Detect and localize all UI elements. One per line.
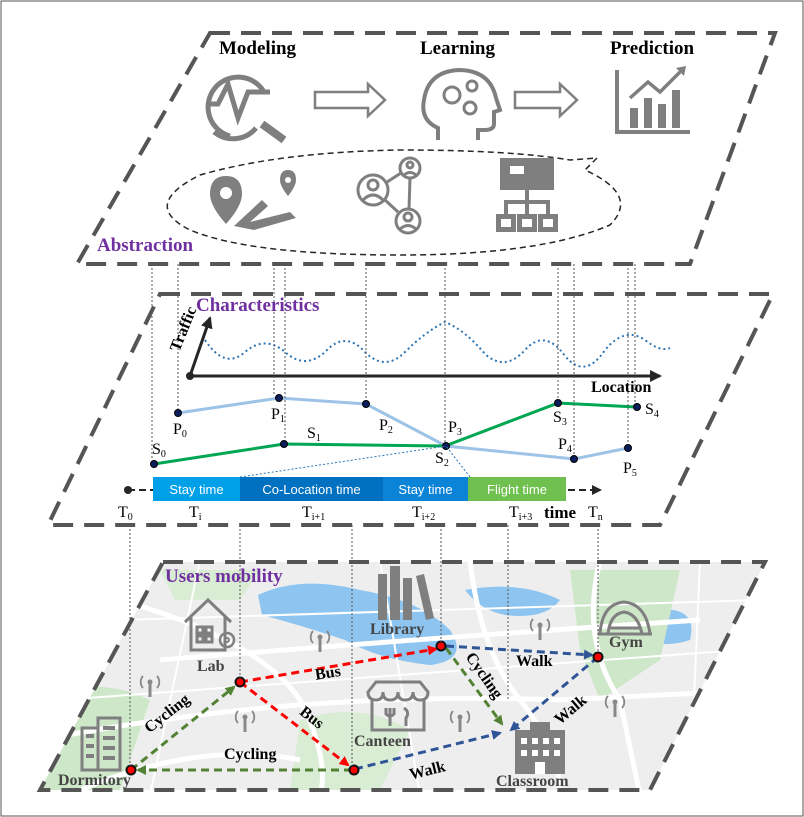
point-label-p0: P0 xyxy=(173,421,187,440)
mobility-edges xyxy=(130,644,599,775)
layer-label-users-mobility: Users mobility xyxy=(165,566,283,587)
node-lab xyxy=(234,676,246,688)
place-label-dormitory: Dormitory xyxy=(58,772,131,789)
point-label-p3: P3 xyxy=(448,419,462,438)
axis-origin xyxy=(186,372,194,380)
tick-label-ti3: Ti+3 xyxy=(509,504,533,523)
layer-connectors xyxy=(129,264,636,766)
library-icon xyxy=(378,566,434,620)
mobility-nodes xyxy=(125,640,604,776)
zoom-line-right xyxy=(445,445,471,478)
point-label-s2: S2 xyxy=(435,450,449,469)
step-label-learning: Learning xyxy=(420,38,495,59)
trajectory-points xyxy=(150,394,641,468)
tick-label-tn: Tn xyxy=(588,504,603,523)
gym-icon xyxy=(598,600,652,636)
map-layer-frame xyxy=(36,560,769,792)
edge-lab-library xyxy=(239,645,438,684)
edge-dormitory-lab xyxy=(130,685,236,772)
characteristics-frame xyxy=(44,292,777,527)
edge-gym-classroom xyxy=(509,655,599,732)
tick-label-t0: T0 xyxy=(118,504,133,523)
step-arrow-2 xyxy=(513,81,579,119)
edge-library-gym xyxy=(445,644,594,660)
timeline-segment-colocation: Co-Location time xyxy=(240,477,383,501)
node-south xyxy=(348,764,360,776)
place-label-library: Library xyxy=(370,621,425,638)
time-axis-origin xyxy=(124,486,132,494)
bar-chart-icon xyxy=(615,66,690,134)
layer-label-abstraction: Abstraction xyxy=(97,235,194,256)
step-label-prediction: Prediction xyxy=(610,38,695,59)
edge-label-walk-library-gym: Walk xyxy=(516,653,553,670)
step-label-modeling: Modeling xyxy=(219,38,297,59)
point-label-p1: P1 xyxy=(271,406,285,425)
point-label-p4: P4 xyxy=(558,436,572,455)
antenna-icons xyxy=(139,618,626,732)
edge-label-cycling-south-dorm: Cycling xyxy=(224,746,277,763)
traffic-axis xyxy=(188,316,213,377)
dormitory-icon xyxy=(80,716,122,772)
point-label-p2: P2 xyxy=(379,417,393,436)
abstraction-frame xyxy=(73,31,778,266)
point-label-s3: S3 xyxy=(553,409,567,428)
place-label-gym: Gym xyxy=(609,634,643,651)
map-route-icon xyxy=(210,170,296,230)
tick-label-ti2: Ti+2 xyxy=(412,504,436,523)
place-label-lab: Lab xyxy=(197,658,225,675)
timeline-segment-flight: Flight time xyxy=(468,477,566,501)
canteen-icon xyxy=(366,680,430,732)
node-gym xyxy=(592,651,604,663)
point-label-s1: S1 xyxy=(307,425,321,444)
node-library xyxy=(435,640,447,652)
point-label-s0: S0 xyxy=(152,441,166,460)
edge-lab-south xyxy=(239,680,350,767)
antenna-icon xyxy=(139,675,161,697)
place-label-canteen: Canteen xyxy=(354,733,411,750)
node-dormitory xyxy=(125,764,137,776)
edge-south-classroom xyxy=(354,730,502,771)
time-axis-label: time xyxy=(544,503,577,522)
location-axis-label: Location xyxy=(591,379,652,396)
head-gears-icon xyxy=(421,67,503,140)
abstraction-layer xyxy=(73,31,778,266)
edge-library-classroom xyxy=(444,647,504,726)
social-network-icon xyxy=(356,156,422,235)
point-label-p5: P5 xyxy=(623,460,637,479)
p-trajectory-line xyxy=(177,396,629,461)
step-arrow-1 xyxy=(313,81,387,119)
timeline-segment-stay-1: Stay time xyxy=(153,477,240,501)
map-layer xyxy=(36,560,769,792)
zoom-line-left xyxy=(239,445,447,478)
timeline-segment-stay-2: Stay time xyxy=(383,477,468,501)
map-green-north xyxy=(160,570,260,600)
layer-label-characteristics: Characteristics xyxy=(196,295,320,316)
lab-icon xyxy=(183,597,236,652)
tick-label-ti: Ti xyxy=(189,504,202,523)
place-icons xyxy=(80,566,652,774)
antenna-icon xyxy=(449,710,471,732)
hierarchy-icon xyxy=(496,158,558,232)
tick-label-ti1: Ti+1 xyxy=(302,504,326,523)
magnifier-chart-icon xyxy=(205,74,287,144)
data-bubble xyxy=(166,149,622,256)
point-label-s4: S4 xyxy=(645,401,659,420)
place-label-classroom: Classroom xyxy=(496,773,569,790)
classroom-icon xyxy=(515,722,565,774)
